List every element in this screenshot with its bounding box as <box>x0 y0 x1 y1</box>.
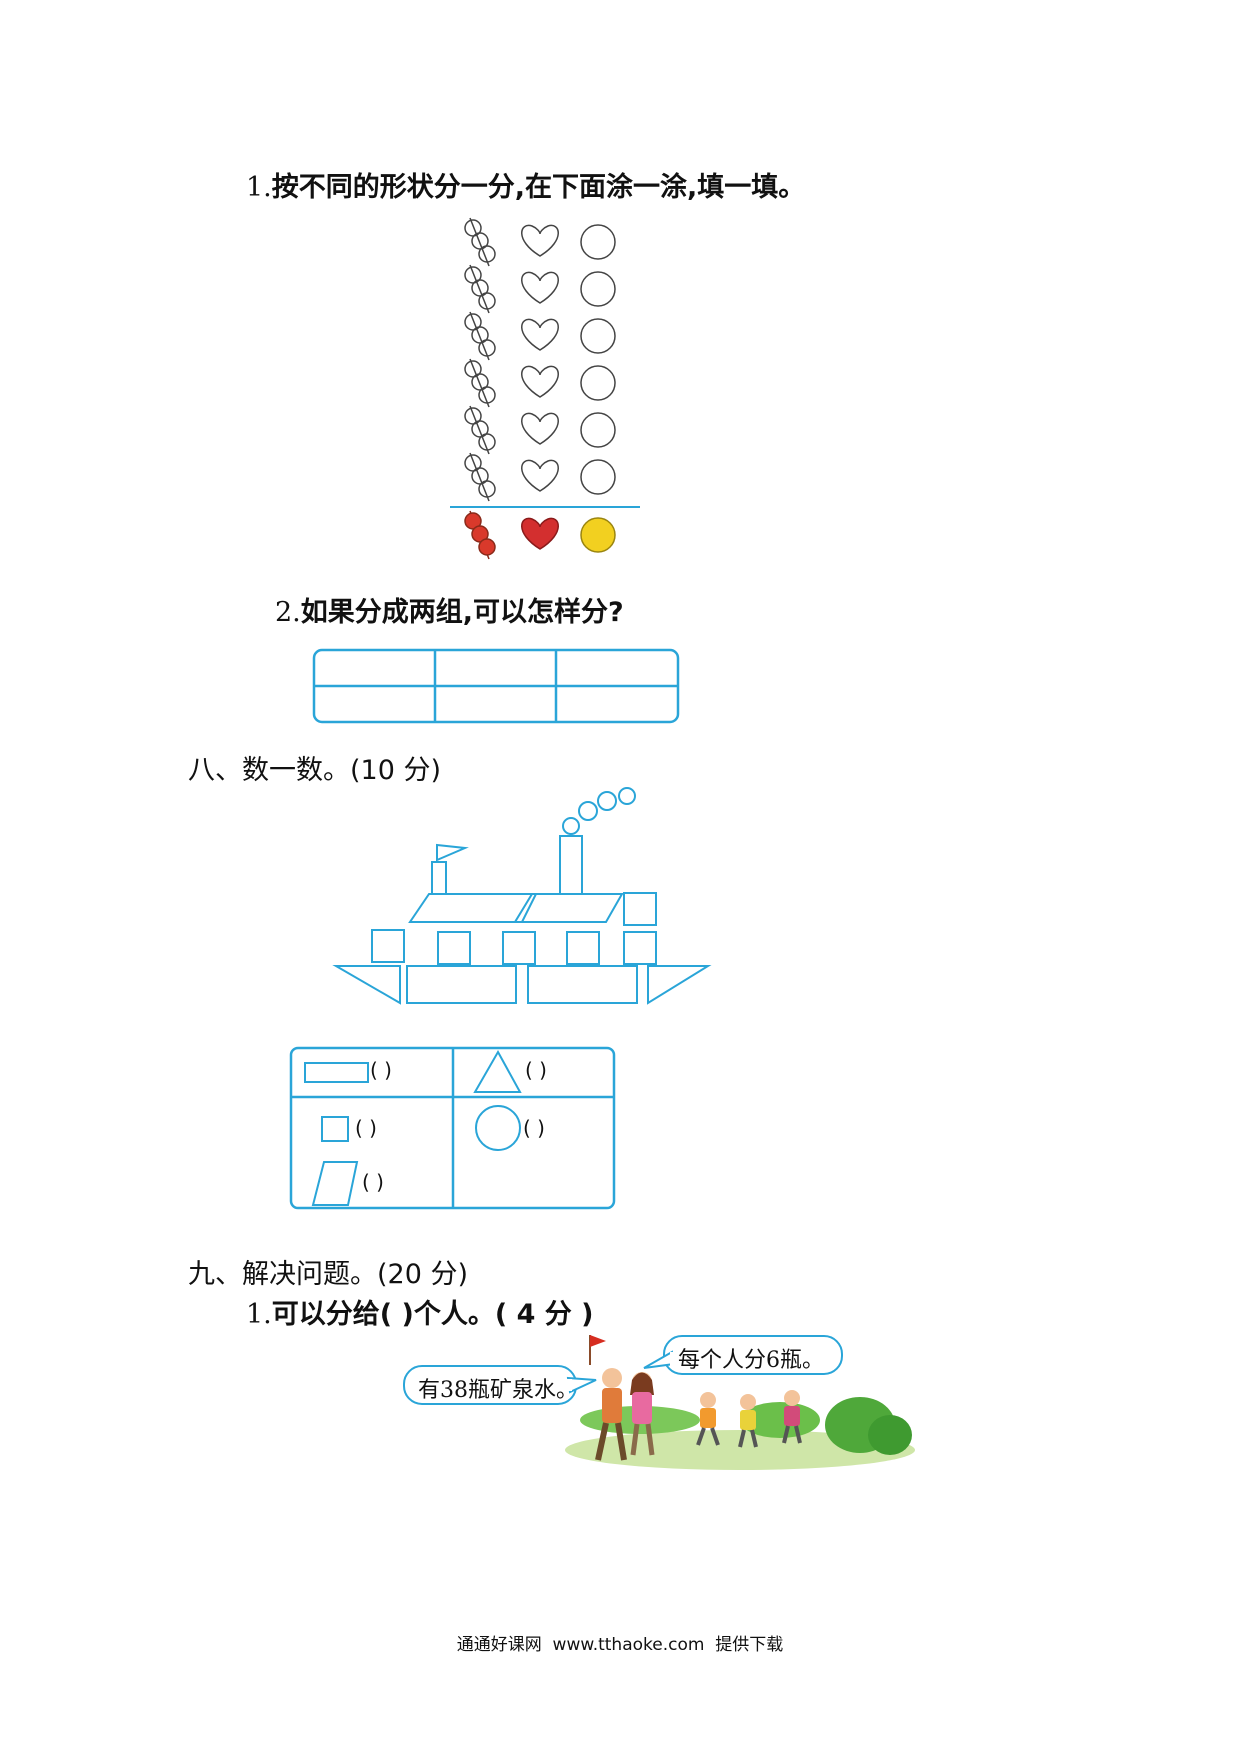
question-9-1: 1.可以分给( )个人。( 4 分 ) <box>246 1299 594 1330</box>
child-figure <box>696 1392 720 1446</box>
circle-legend-icon <box>475 1105 521 1151</box>
parallelogram-legend-icon <box>311 1161 359 1206</box>
outline-heart-icon <box>521 318 559 351</box>
outline-hawthorn-icon <box>464 405 496 455</box>
outline-hawthorn-icon <box>464 264 496 314</box>
footer-credit: 通通好课网 www.tthaoke.com 提供下载 <box>456 1635 784 1655</box>
outline-heart-icon <box>521 365 559 398</box>
question-7-1: 1.按不同的形状分一分,在下面涂一涂,填一填。 <box>246 172 806 203</box>
outline-circle-icon <box>580 224 616 260</box>
triangle-count-blank[interactable]: ( ) <box>525 1058 547 1082</box>
rectangle-legend-icon <box>304 1062 369 1083</box>
hull-rectangle <box>527 965 638 1004</box>
colored-heart-icon <box>521 517 559 550</box>
outline-circle-icon <box>580 365 616 401</box>
child-figure <box>782 1390 802 1444</box>
outline-hawthorn-icon <box>464 452 496 502</box>
adult-woman-figure <box>630 1372 655 1456</box>
outline-circle-icon <box>580 318 616 354</box>
square <box>623 931 657 965</box>
smoke-circle <box>618 787 636 805</box>
section-9-title: 九、解决问题。(20 分) <box>188 1259 469 1290</box>
outline-circle-icon <box>580 412 616 448</box>
outline-hawthorn-icon <box>464 358 496 408</box>
adult-man-figure <box>589 1335 627 1461</box>
outline-heart-icon <box>521 459 559 492</box>
square-count-blank[interactable]: ( ) <box>355 1116 377 1140</box>
outline-hawthorn-icon <box>464 217 496 267</box>
smoke-circle <box>562 817 580 835</box>
outline-circle-icon <box>580 271 616 307</box>
smoke-circle <box>578 801 598 821</box>
outline-hawthorn-icon <box>464 311 496 361</box>
flag-triangle <box>436 843 469 862</box>
square <box>566 931 600 965</box>
speech-bubble-left <box>403 1365 597 1405</box>
colored-hawthorn-icon <box>464 510 496 560</box>
smoke-circle <box>597 791 617 811</box>
outline-heart-icon <box>521 271 559 304</box>
circle-count-blank[interactable]: ( ) <box>523 1116 545 1140</box>
rectangle-count-blank[interactable]: ( ) <box>370 1058 392 1082</box>
roof-parallelogram <box>513 893 624 923</box>
triangle-legend-icon <box>473 1049 522 1093</box>
speech-bubble-right-text: 每个人分6瓶。 <box>678 1348 824 1373</box>
speech-bubble-left-text: 有38瓶矿泉水。 <box>418 1378 578 1403</box>
outline-heart-icon <box>521 412 559 445</box>
speech-bubble-right <box>643 1335 843 1375</box>
outline-heart-icon <box>521 224 559 257</box>
hull-rectangle <box>406 965 517 1004</box>
child-figure <box>738 1394 758 1448</box>
section-8-title: 八、数一数。(10 分) <box>188 755 442 786</box>
hull-triangle <box>332 965 401 1005</box>
square <box>623 892 657 926</box>
square <box>371 929 405 963</box>
square <box>502 931 536 965</box>
square-legend-icon <box>321 1116 349 1142</box>
hull-triangle <box>647 965 712 1005</box>
bush <box>868 1415 912 1455</box>
parallelogram-count-blank[interactable]: ( ) <box>362 1170 384 1194</box>
colored-circle-icon <box>580 517 616 553</box>
question-7-2: 2.如果分成两组,可以怎样分? <box>275 597 624 628</box>
outline-circle-icon <box>580 459 616 495</box>
square <box>437 931 471 965</box>
